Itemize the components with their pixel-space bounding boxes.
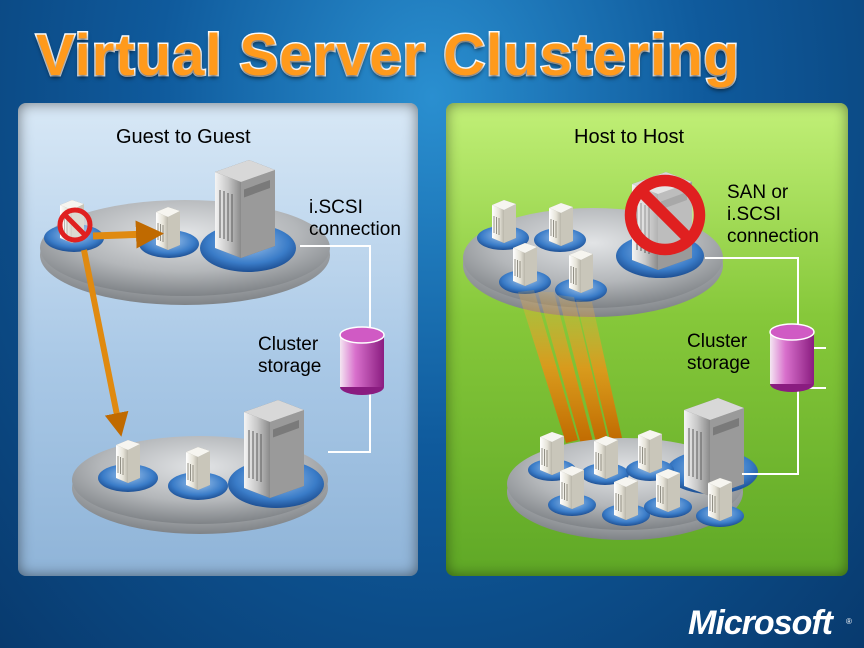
- virtual-machine-icon: [155, 206, 181, 251]
- prohibited-icon: [631, 181, 700, 250]
- guest-panel-heading: Guest to Guest: [116, 126, 251, 148]
- migration-beams: [518, 290, 622, 444]
- svg-text:®: ®: [846, 617, 852, 626]
- prohibited-icon: [60, 210, 90, 240]
- virtual-machine-icon: [491, 199, 517, 244]
- slide-title: Virtual Server Clustering: [34, 22, 741, 90]
- host-panel-heading: Host to Host: [574, 126, 685, 148]
- virtual-machine-icon: [115, 439, 141, 484]
- server-tower-icon: [243, 399, 305, 499]
- microsoft-logo: Microsoft ®: [688, 604, 852, 642]
- arrow-icon: [81, 249, 129, 437]
- vm-cluster: [528, 429, 744, 527]
- host-connection-label: SAN or i.SCSI connection: [727, 182, 819, 247]
- server-tower-icon: [214, 159, 276, 259]
- guest-storage-label: Cluster storage: [258, 334, 322, 377]
- guest-connection-label: i.SCSI connection: [309, 197, 401, 240]
- virtual-machine-icon: [548, 202, 574, 247]
- virtual-machine-icon: [568, 249, 594, 294]
- virtual-machine-icon: [512, 242, 538, 287]
- arrow-icon: [92, 220, 164, 249]
- virtual-machine-icon: [185, 446, 211, 491]
- storage-cylinder-icon: [769, 323, 815, 393]
- host-storage-label: Cluster storage: [687, 331, 751, 374]
- storage-cylinder-icon: [339, 326, 385, 396]
- svg-text:Microsoft: Microsoft: [688, 604, 835, 642]
